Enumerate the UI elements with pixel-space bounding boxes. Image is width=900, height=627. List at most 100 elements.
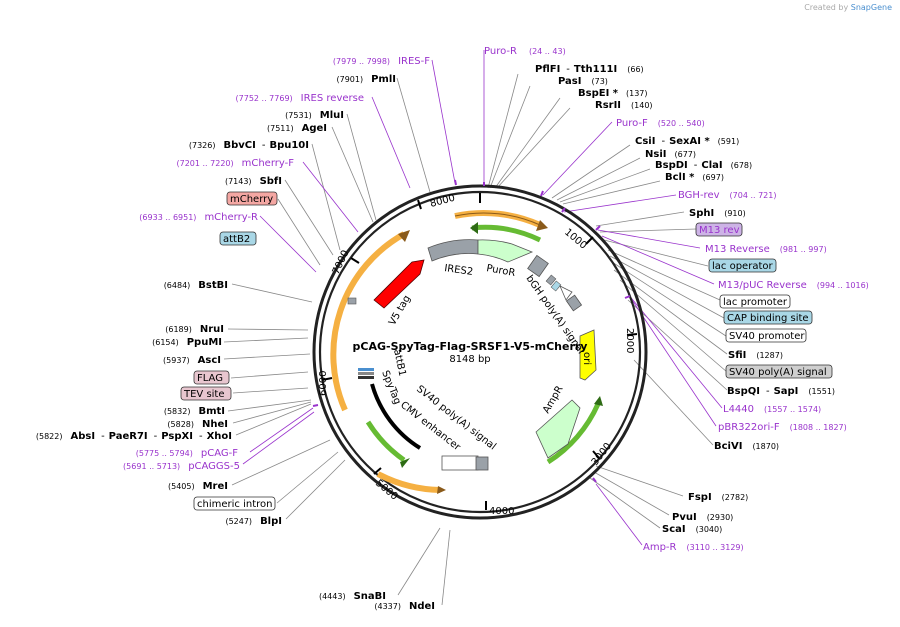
label-pasi[interactable]: PasI(73) (558, 76, 608, 87)
label-mcherry-r[interactable]: (6933 .. 6951)mCherry-R (139, 212, 258, 223)
box-lac-promoter[interactable] (719, 294, 791, 309)
arc-ampr-green (546, 402, 601, 465)
right-labels: Puro-R(24 .. 43) PflFI-Tth111I(66) PasI(… (484, 46, 869, 553)
label-mrei[interactable]: (5405)MreI (168, 481, 228, 492)
label-pcag-f[interactable]: (5775 .. 5794)pCAG-F (136, 448, 238, 459)
label-bstbi[interactable]: (6484)BstBI (164, 280, 228, 291)
label-lac-promoter: lac promoter (723, 297, 788, 308)
feature-label-ori: ori (581, 352, 592, 365)
label-sfii[interactable]: SfiI(1287) (728, 350, 783, 361)
box-tev-site[interactable] (180, 386, 232, 401)
label-sphi[interactable]: SphI(910) (689, 208, 746, 219)
label-bbvci-bpu10i[interactable]: (7326)BbvCI-Bpu10I (189, 140, 309, 151)
tick-label-4000: 4000 (489, 506, 514, 517)
label-m13-puc-reverse[interactable]: M13/pUC Reverse(994 .. 1016) (718, 280, 869, 291)
label-pmli[interactable]: (7901)PmlI (336, 74, 396, 85)
label-bmti[interactable]: (5832)BmtI (164, 406, 225, 417)
backbone-outer (312, 184, 648, 520)
label-pflfi-tth111i[interactable]: PflFI-Tth111I(66) (535, 64, 644, 75)
leader-lines (223, 73, 728, 606)
label-rsrii[interactable]: RsrII(140) (595, 100, 653, 111)
box-lac-operator[interactable] (708, 258, 777, 273)
feature-small-box-2[interactable] (545, 274, 557, 286)
label-nrui[interactable]: (6189)NruI (165, 324, 224, 335)
label-snabi[interactable]: (4443)SnaBI (319, 591, 386, 602)
label-absi-group[interactable]: (5822)AbsI-PaeR7I-PspXI-XhoI (36, 431, 232, 442)
label-pcaggs-5[interactable]: (5691 .. 5713)pCAGGS-5 (123, 461, 240, 472)
label-bspqi-sapi[interactable]: BspQI-SapI(1551) (727, 386, 835, 397)
label-chimeric-intron: chimeric intron (197, 499, 272, 510)
feature-v5-tag[interactable] (373, 259, 425, 309)
label-lac-operator: lac operator (712, 261, 773, 272)
label-ires-reverse[interactable]: (7752 .. 7769)IRES reverse (236, 93, 364, 104)
primer-site-markers (312, 179, 631, 483)
label-bcivi[interactable]: BciVI(1870) (714, 441, 779, 452)
box-flag[interactable] (193, 370, 230, 385)
feature-small-box-1[interactable] (527, 254, 549, 278)
arc-puro-green-head (470, 222, 478, 234)
arc-ampr-green-head (594, 396, 603, 406)
label-nhei[interactable]: (5828)NheI (167, 419, 228, 430)
feature-ori[interactable] (579, 329, 597, 381)
label-blpi[interactable]: (5247)BlpI (225, 516, 282, 527)
arc-cmv-green (365, 420, 406, 463)
feature-bottom-gray-box[interactable] (475, 456, 489, 471)
arc-bottom-orange-head (437, 486, 446, 494)
label-bgh-rev[interactable]: BGH-rev(704 .. 721) (678, 190, 776, 201)
primer-leader-lines (242, 50, 723, 546)
feature-ampr[interactable] (535, 399, 581, 459)
label-csii-sexai[interactable]: CsiI-SexAI *(591) (635, 136, 739, 147)
label-sbfi[interactable]: (7143)SbfI (225, 176, 282, 187)
label-l4440[interactable]: L4440(1557 .. 1574) (723, 404, 821, 415)
label-pbr322ori-f[interactable]: pBR322ori-F(1808 .. 1827) (718, 422, 847, 433)
arc-puro-orange-edge (454, 212, 541, 226)
label-tev-site: TEV site (183, 389, 225, 400)
snapgene-logo-text: SnapGene (850, 3, 892, 12)
feature-bottom-white-box[interactable] (441, 455, 479, 471)
label-scai[interactable]: ScaI(3040) (662, 524, 722, 535)
label-ndei[interactable]: (4337)NdeI (374, 601, 435, 612)
feature-spytag-stripe-2[interactable] (358, 372, 374, 375)
label-puro-r[interactable]: Puro-R(24 .. 43) (484, 46, 566, 57)
feature-puror[interactable] (477, 239, 534, 263)
feature-sv40-box[interactable] (565, 294, 583, 312)
box-cap-site[interactable] (723, 310, 813, 325)
label-ires-f[interactable]: (7979 .. 7998)IRES-F (333, 56, 430, 67)
feature-small-box-3[interactable] (550, 280, 562, 292)
label-ppumi[interactable]: (6154)PpuMI (152, 337, 222, 348)
label-sv40-polya: SV40 poly(A) signal (729, 367, 827, 378)
label-mlui[interactable]: (7531)MluI (285, 110, 344, 121)
box-mcherry[interactable] (226, 191, 278, 206)
feature-ires2[interactable] (427, 239, 479, 262)
box-sv40-promoter[interactable] (725, 328, 807, 343)
arc-cmv-green-head (400, 458, 410, 468)
label-nsii[interactable]: NsiI(677) (645, 149, 696, 160)
feature-lac-promoter-arrow[interactable] (559, 285, 573, 301)
feature-label-puror: PuroR (485, 263, 516, 279)
arc-mcherry-orange (330, 231, 406, 412)
label-mcherry-f[interactable]: (7201 .. 7220)mCherry-F (176, 158, 294, 169)
label-bspei[interactable]: BspEI *(137) (578, 88, 648, 99)
label-bcli[interactable]: BclI *(697) (665, 172, 724, 183)
backbone-ticks (321, 193, 638, 510)
label-asci[interactable]: (5937)AscI (163, 355, 221, 366)
label-puro-f[interactable]: Puro-F(520 .. 540) (616, 118, 705, 129)
label-agei[interactable]: (7511)AgeI (267, 123, 327, 134)
feature-cmv-enhancer-arc[interactable] (370, 383, 422, 450)
feature-spytag-stripe-1[interactable] (358, 368, 374, 371)
feature-spytag-stripe-3[interactable] (358, 376, 374, 379)
label-fspi[interactable]: FspI(2782) (688, 492, 748, 503)
box-chimeric-intron[interactable] (193, 496, 276, 511)
label-flag: FLAG (197, 373, 223, 384)
label-m13-reverse[interactable]: M13 Reverse(981 .. 997) (705, 244, 827, 255)
box-sv40-polya[interactable] (725, 364, 833, 379)
feature-attb2-box[interactable] (347, 297, 357, 305)
box-m13-rev[interactable] (695, 222, 743, 237)
label-pvui[interactable]: PvuI(2930) (672, 512, 733, 523)
label-bspdi-clai[interactable]: BspDI-ClaI(678) (655, 160, 752, 171)
arc-mcherry-orange-head (398, 230, 410, 242)
box-attb2[interactable] (219, 231, 257, 246)
label-amp-r[interactable]: Amp-R(3110 .. 3129) (643, 542, 744, 553)
